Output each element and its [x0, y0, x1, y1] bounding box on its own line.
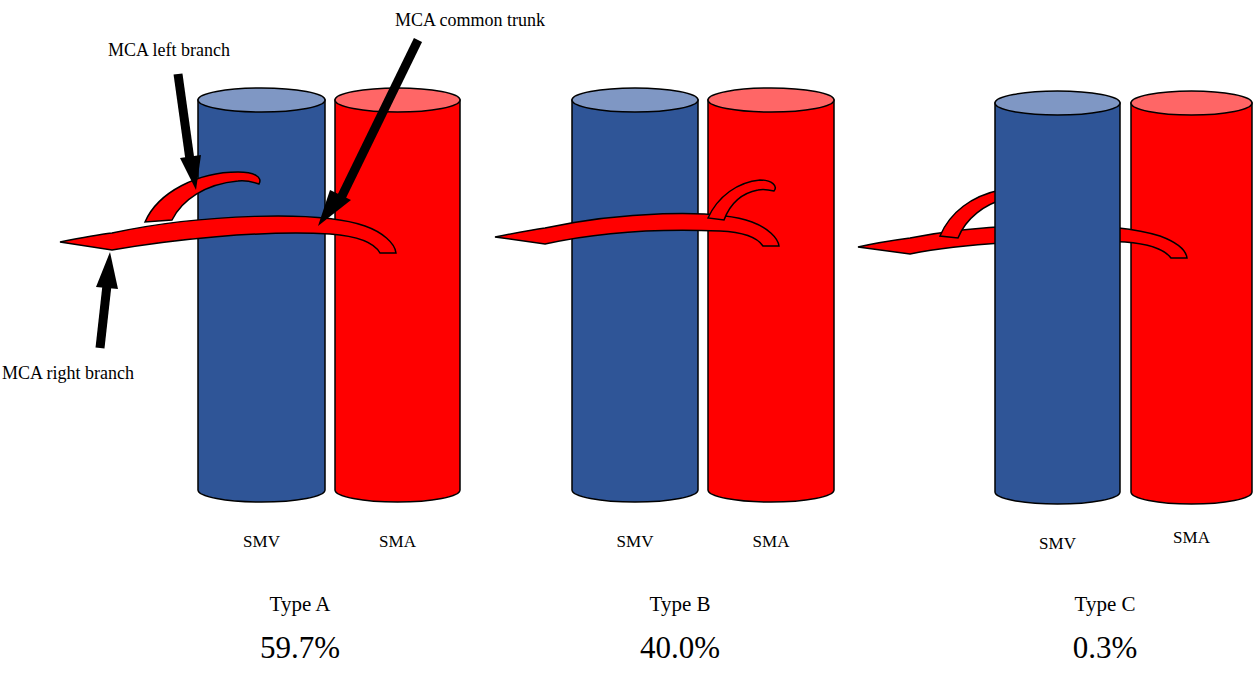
mca-common-trunk	[60, 216, 396, 253]
mca-common-trunk	[495, 213, 779, 246]
type-label: Type B	[650, 592, 711, 616]
callout-label: MCA right branch	[2, 363, 134, 384]
percentage-label: 59.7%	[260, 630, 340, 666]
smv-cylinder	[995, 91, 1120, 504]
percentage-label: 40.0%	[640, 630, 720, 666]
smv-cylinder	[572, 88, 698, 502]
vessel-label: SMV	[617, 532, 654, 552]
type-label: Type A	[270, 592, 331, 616]
pointer-arrow	[96, 252, 118, 348]
vessel-label: SMA	[753, 532, 790, 552]
vessel-label: SMA	[1173, 528, 1210, 548]
vessel-label: SMV	[243, 532, 280, 552]
pointer-arrow	[178, 74, 201, 190]
callout-label: MCA left branch	[108, 40, 230, 61]
smv-cylinder	[198, 88, 325, 502]
percentage-label: 0.3%	[1073, 630, 1138, 666]
panel-b	[495, 88, 834, 502]
vessel-label: SMA	[379, 532, 416, 552]
sma-cylinder	[708, 88, 834, 502]
mca-left-branch	[145, 172, 260, 222]
panel-c	[858, 91, 1252, 504]
sma-cylinder	[335, 88, 460, 502]
vessel-label: SMV	[1039, 534, 1076, 554]
panel-a	[60, 88, 460, 502]
pointer-arrows	[96, 40, 418, 348]
pointer-arrow	[318, 40, 418, 226]
sma-cylinder	[1131, 91, 1252, 504]
callout-label: MCA common trunk	[395, 10, 545, 31]
mca-left-branch	[708, 180, 775, 220]
type-label: Type C	[1075, 592, 1136, 616]
